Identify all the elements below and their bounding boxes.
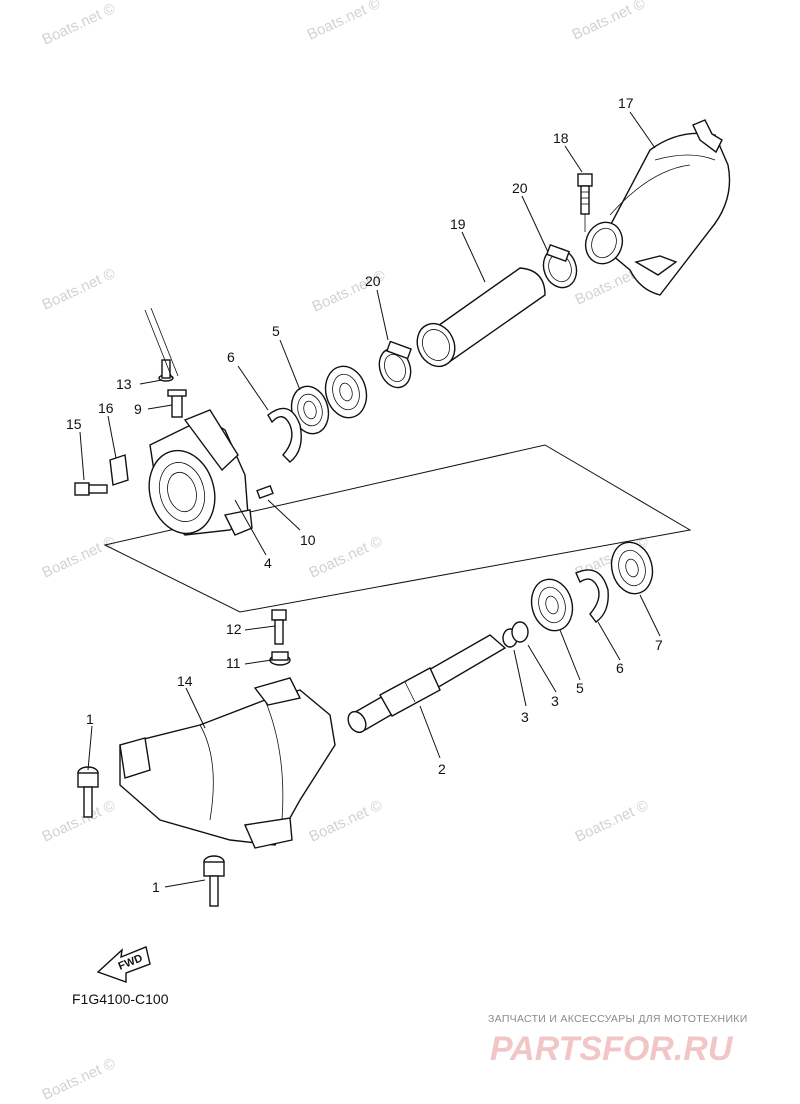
cable-line	[144, 307, 179, 379]
watermark: Boats.net ©	[573, 797, 651, 846]
callout-15: 15	[66, 416, 82, 432]
mount-bolt-part-1-upper	[77, 766, 99, 818]
washer-part-13	[158, 359, 174, 382]
bearing-part-7	[610, 541, 654, 595]
callout-4: 4	[264, 555, 272, 571]
watermark: Boats.net ©	[307, 797, 385, 846]
watermark-layer: Boats.net © Boats.net © Boats.net © Boat…	[40, 0, 651, 1104]
hose-clamp-part-20-upper	[542, 243, 578, 289]
callout-10: 10	[300, 532, 316, 548]
hose-clamp-part-20-lower	[378, 340, 412, 389]
callout-14: 14	[177, 673, 193, 689]
plate-part-16	[109, 454, 129, 486]
brand-footer: ЗАПЧАСТИ И АКСЕССУАРЫ ДЛЯ МОТОТЕХНИКИ PA…	[488, 1013, 748, 1068]
collar-part-11	[269, 651, 291, 666]
bolt-part-18	[577, 173, 593, 232]
leader-lines	[79, 111, 661, 888]
callout-20-upper: 20	[512, 180, 528, 196]
watermark: Boats.net ©	[40, 533, 118, 582]
bearing-part-5-lower	[530, 578, 574, 632]
callout-16: 16	[98, 400, 114, 416]
callout-3-b: 3	[551, 693, 559, 709]
deflector-part-17	[584, 119, 731, 296]
callout-11: 11	[226, 655, 241, 671]
o-ring-part-3-b	[511, 621, 529, 643]
callout-12: 12	[226, 621, 242, 637]
watermark: Boats.net ©	[305, 0, 383, 44]
watermark: Boats.net ©	[40, 265, 118, 314]
callout-7: 7	[655, 637, 663, 653]
callout-17: 17	[618, 95, 634, 111]
bolt-part-12	[271, 609, 287, 645]
callout-5-upper: 5	[272, 323, 280, 339]
brand-tagline: ЗАПЧАСТИ И АКСЕССУАРЫ ДЛЯ МОТОТЕХНИКИ	[488, 1013, 748, 1025]
watermark: Boats.net ©	[40, 797, 118, 846]
watermark: Boats.net ©	[40, 1055, 118, 1104]
brand-logo: PARTSFOR.RU	[490, 1030, 734, 1068]
hose-part-19	[416, 267, 546, 368]
fwd-arrow-icon: FWD	[96, 946, 151, 983]
mount-bolt-part-1-lower	[203, 855, 225, 907]
assembly-frame	[103, 444, 692, 613]
drive-shaft-part-2	[347, 634, 507, 734]
callout-1-upper: 1	[86, 711, 94, 727]
bolt-part-15	[74, 482, 108, 496]
circlip-part-6-lower	[575, 569, 609, 623]
callout-9: 9	[134, 401, 142, 417]
watermark: Boats.net ©	[570, 0, 648, 44]
watermark: Boats.net ©	[40, 0, 118, 49]
housing-part-4	[148, 409, 253, 536]
callout-18: 18	[553, 130, 569, 146]
diagram-code: F1G4100-C100	[72, 991, 169, 1007]
bolt-part-9	[167, 389, 187, 418]
pin-part-10	[256, 484, 274, 500]
callout-2: 2	[438, 761, 446, 777]
callout-1-lower: 1	[152, 879, 160, 895]
callout-3-a: 3	[521, 709, 529, 725]
bearing-part-5b-upper	[324, 365, 368, 419]
callout-20-lower: 20	[365, 273, 381, 289]
callout-19: 19	[450, 216, 466, 232]
callout-13: 13	[116, 376, 132, 392]
callout-layer: 17 18 20 19 20 5 6 13 16 9 15 10 4 12 11…	[66, 95, 663, 895]
callout-6-upper: 6	[227, 349, 235, 365]
callout-6-lower: 6	[616, 660, 624, 676]
watermark: Boats.net ©	[307, 533, 385, 582]
duct-part-14	[119, 677, 336, 849]
callout-5-lower: 5	[576, 680, 584, 696]
circlip-part-6-upper	[267, 407, 302, 463]
